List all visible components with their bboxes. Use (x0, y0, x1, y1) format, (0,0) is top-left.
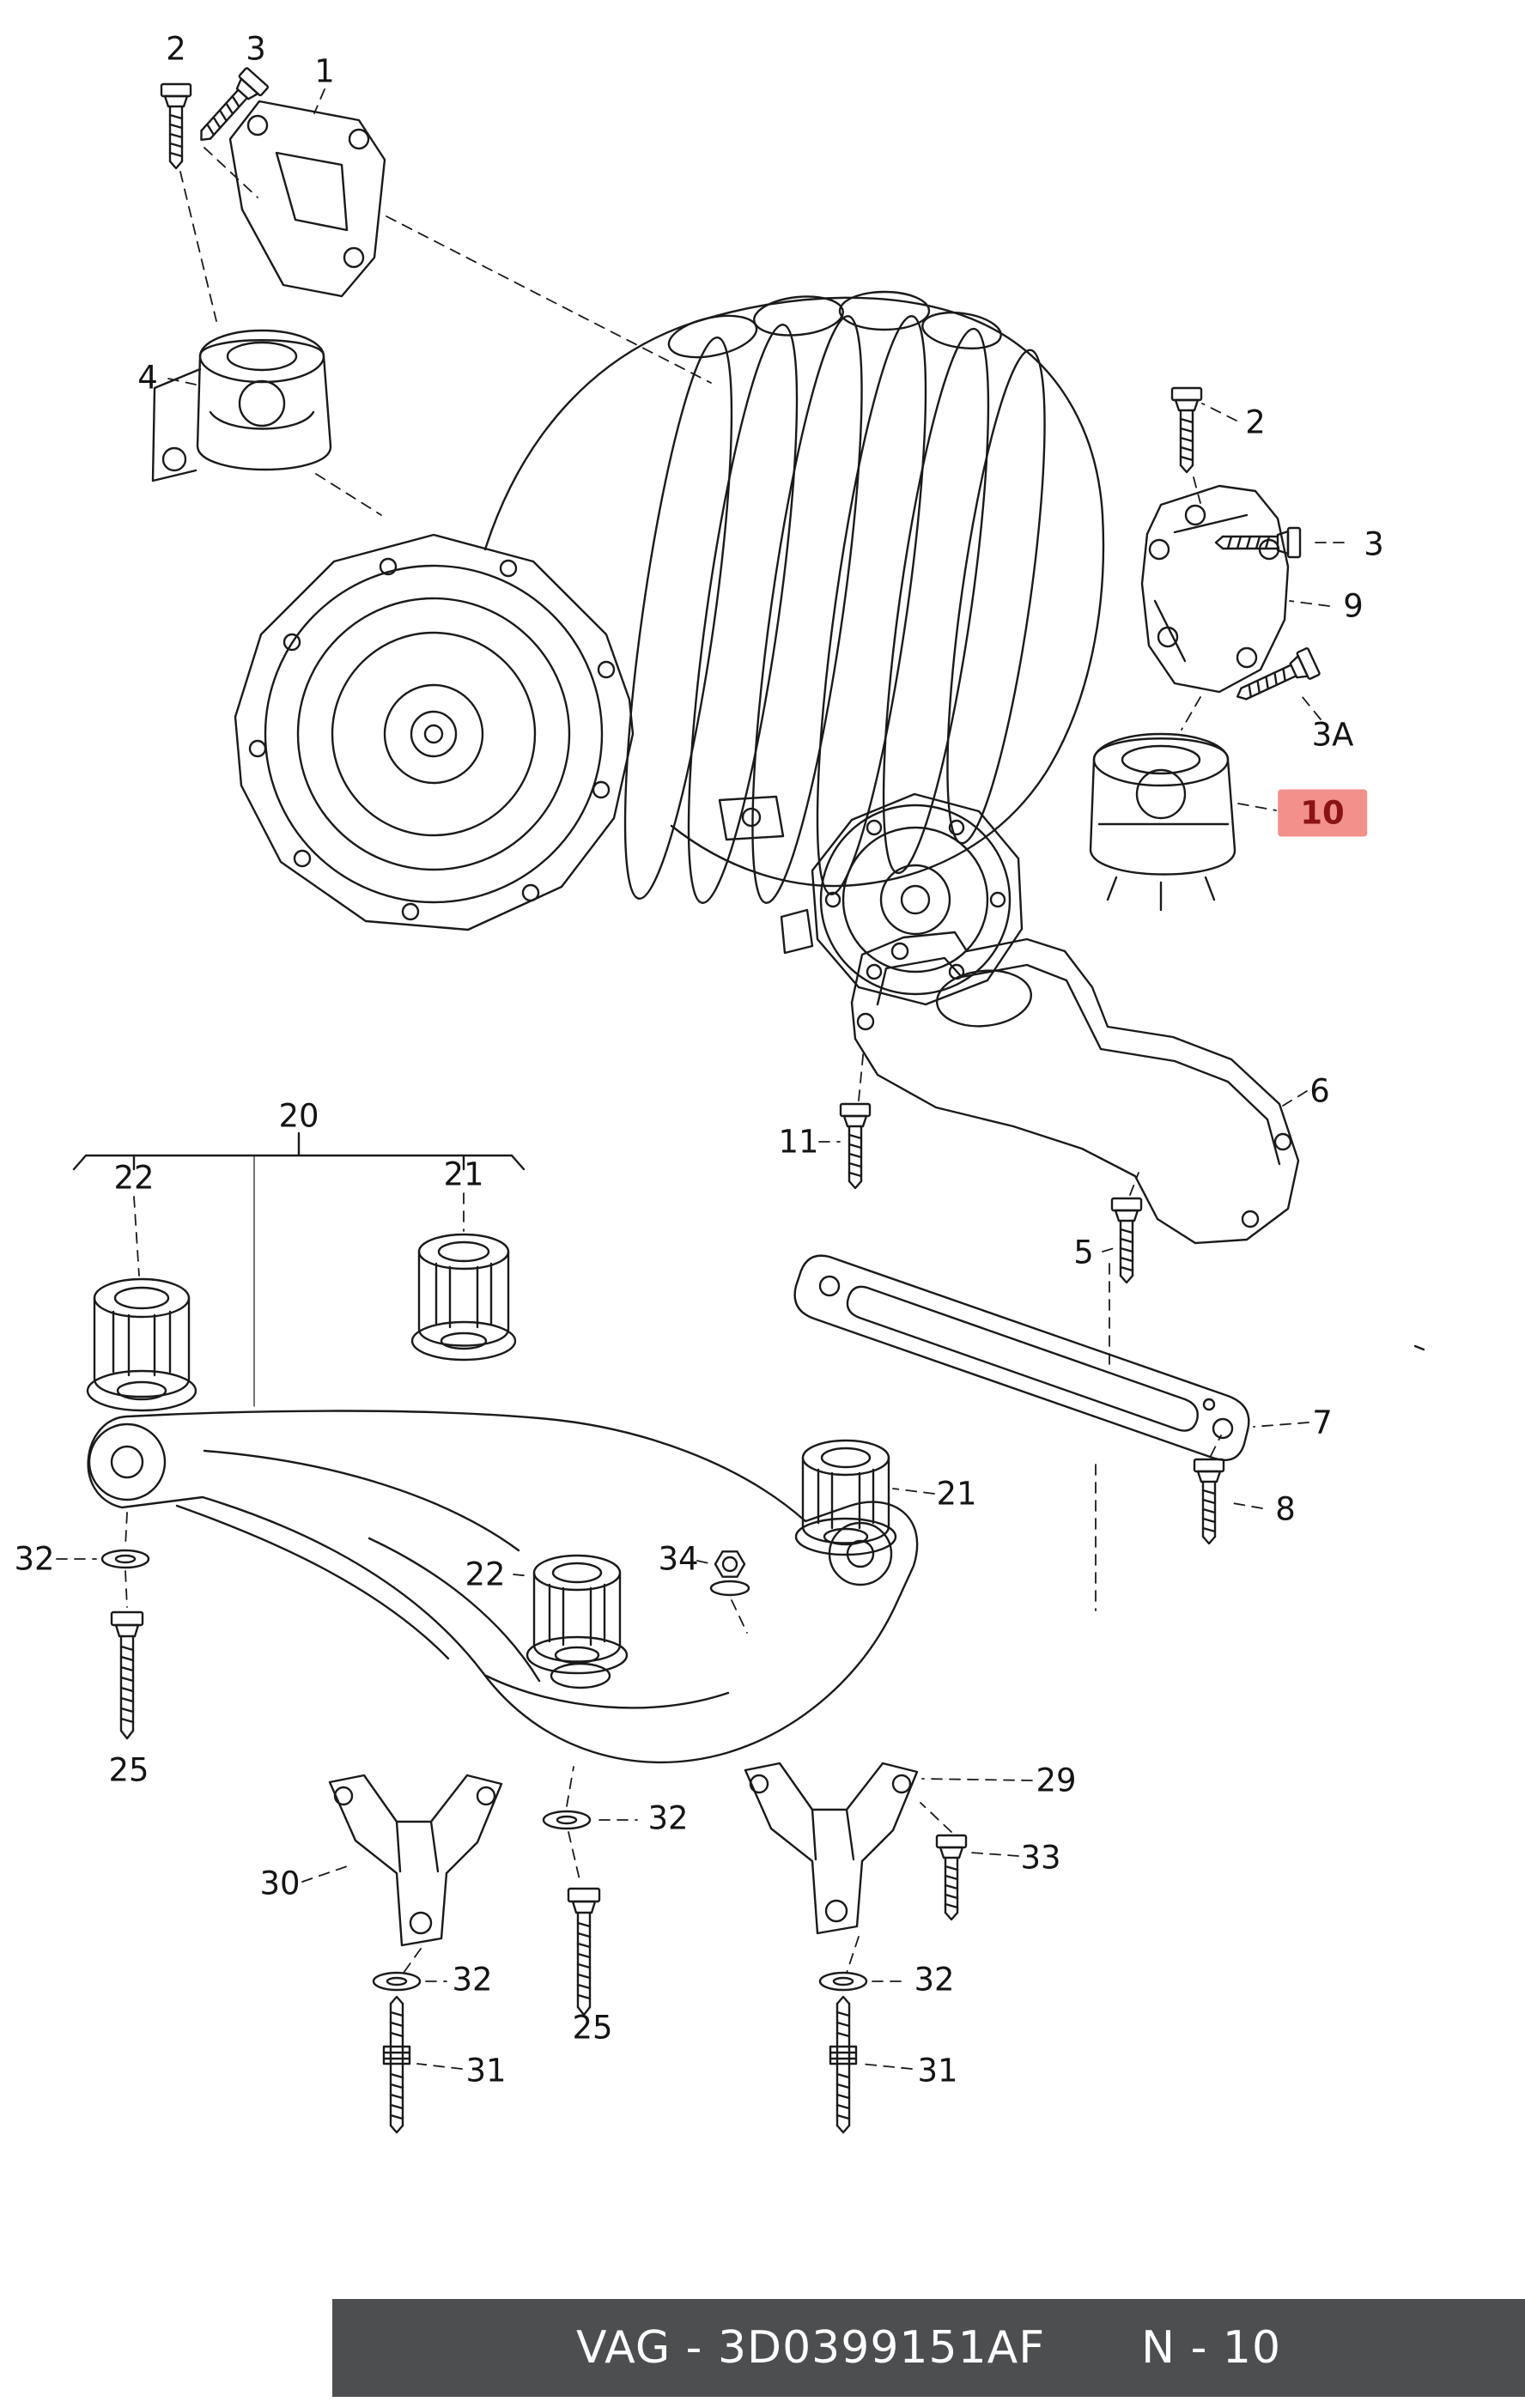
callout-part-4[interactable]: 4 (137, 359, 158, 397)
callout-part-11[interactable]: 11 (778, 1123, 819, 1161)
brace-7 (793, 1254, 1250, 1461)
bracket-30 (328, 1774, 503, 1947)
bushing-22-upper (86, 1277, 197, 1412)
callout-part-25-left[interactable]: 25 (108, 1751, 149, 1789)
callout-part-20[interactable]: 20 (278, 1097, 319, 1135)
callout-part-3-right[interactable]: 3 (1364, 525, 1384, 563)
callout-part-34[interactable]: 34 (658, 1540, 699, 1578)
callout-part-32-mid[interactable]: 32 (647, 1799, 689, 1837)
callout-part-21-mid[interactable]: 21 (936, 1475, 977, 1513)
callout-part-22-upper[interactable]: 22 (113, 1159, 155, 1197)
washer-32-bottom-left (372, 1971, 422, 1992)
callout-part-2-upper-left[interactable]: 2 (166, 30, 186, 68)
stud-31-right (829, 1995, 858, 2134)
callout-part-8[interactable]: 8 (1275, 1490, 1296, 1528)
bolt-8 (1193, 1458, 1225, 1545)
callout-part-32-bottom-left[interactable]: 32 (452, 1961, 493, 1999)
bolt-5 (1110, 1197, 1143, 1284)
callout-part-29[interactable]: 29 (1036, 1762, 1077, 1799)
transmission-assembly (234, 290, 1105, 1006)
engine-mount-4 (151, 329, 332, 482)
bracket-1 (228, 100, 386, 298)
stud-31-left (382, 1995, 411, 2134)
callout-part-30[interactable]: 30 (259, 1865, 301, 1902)
bolt-11 (839, 1102, 872, 1190)
nut-34 (709, 1550, 750, 1597)
callout-part-2-right[interactable]: 2 (1245, 403, 1266, 441)
bolt-2-upper-left (160, 82, 192, 170)
callout-part-3-upper-left[interactable]: 3 (246, 30, 266, 68)
bushing-22-mid (526, 1554, 629, 1675)
bolt-2-right (1170, 386, 1203, 474)
callout-part-31-right[interactable]: 31 (917, 2052, 958, 2090)
bracket-29 (744, 1762, 919, 1935)
subframe-20 (87, 1410, 919, 1764)
footer-catalog-code: VAG - 3D0399151AF (575, 2322, 1046, 2374)
bushing-21-upper (410, 1233, 517, 1362)
callout-part-7[interactable]: 7 (1312, 1404, 1333, 1441)
bolt-33 (935, 1834, 968, 1921)
bolt-25-mid (567, 1887, 601, 2017)
washer-32-bottom-right (818, 1971, 868, 1992)
footer-bar: VAG - 3D0399151AF N - 10 (332, 2299, 1525, 2397)
callout-part-33[interactable]: 33 (1020, 1839, 1061, 1877)
callout-part-5[interactable]: 5 (1073, 1234, 1094, 1271)
callout-part-32-left[interactable]: 32 (14, 1540, 55, 1578)
engine-mount-10 (1089, 732, 1236, 912)
bolt-3-right (1214, 526, 1302, 559)
dimension-bracket-20 (72, 1131, 526, 1407)
stray-mark (1413, 1344, 1425, 1351)
callout-part-25-mid[interactable]: 25 (572, 2009, 613, 2047)
washer-32-left (100, 1549, 150, 1569)
leader-lines (56, 88, 1351, 2070)
callout-part-1[interactable]: 1 (314, 52, 335, 90)
callout-part-9[interactable]: 9 (1343, 587, 1364, 625)
callout-part-6[interactable]: 6 (1309, 1072, 1330, 1110)
callout-part-22-mid[interactable]: 22 (465, 1556, 506, 1593)
gearbox-support-6 (850, 931, 1300, 1245)
bracket-9 (1140, 484, 1290, 694)
callout-part-32-bottom-right[interactable]: 32 (914, 1961, 955, 1999)
bushing-21-mid (794, 1439, 897, 1556)
bolt-25-left (110, 1610, 144, 1740)
callout-part-21-upper[interactable]: 21 (443, 1155, 484, 1193)
footer-page-ref: N - 10 (1141, 2322, 1282, 2374)
callout-part-10-selected[interactable]: 10 (1278, 789, 1367, 837)
bolt-3-upper-left (189, 66, 270, 151)
callout-part-3a[interactable]: 3A (1311, 716, 1354, 754)
washer-32-mid (542, 1810, 592, 1830)
callout-part-31-left[interactable]: 31 (465, 2052, 507, 2090)
